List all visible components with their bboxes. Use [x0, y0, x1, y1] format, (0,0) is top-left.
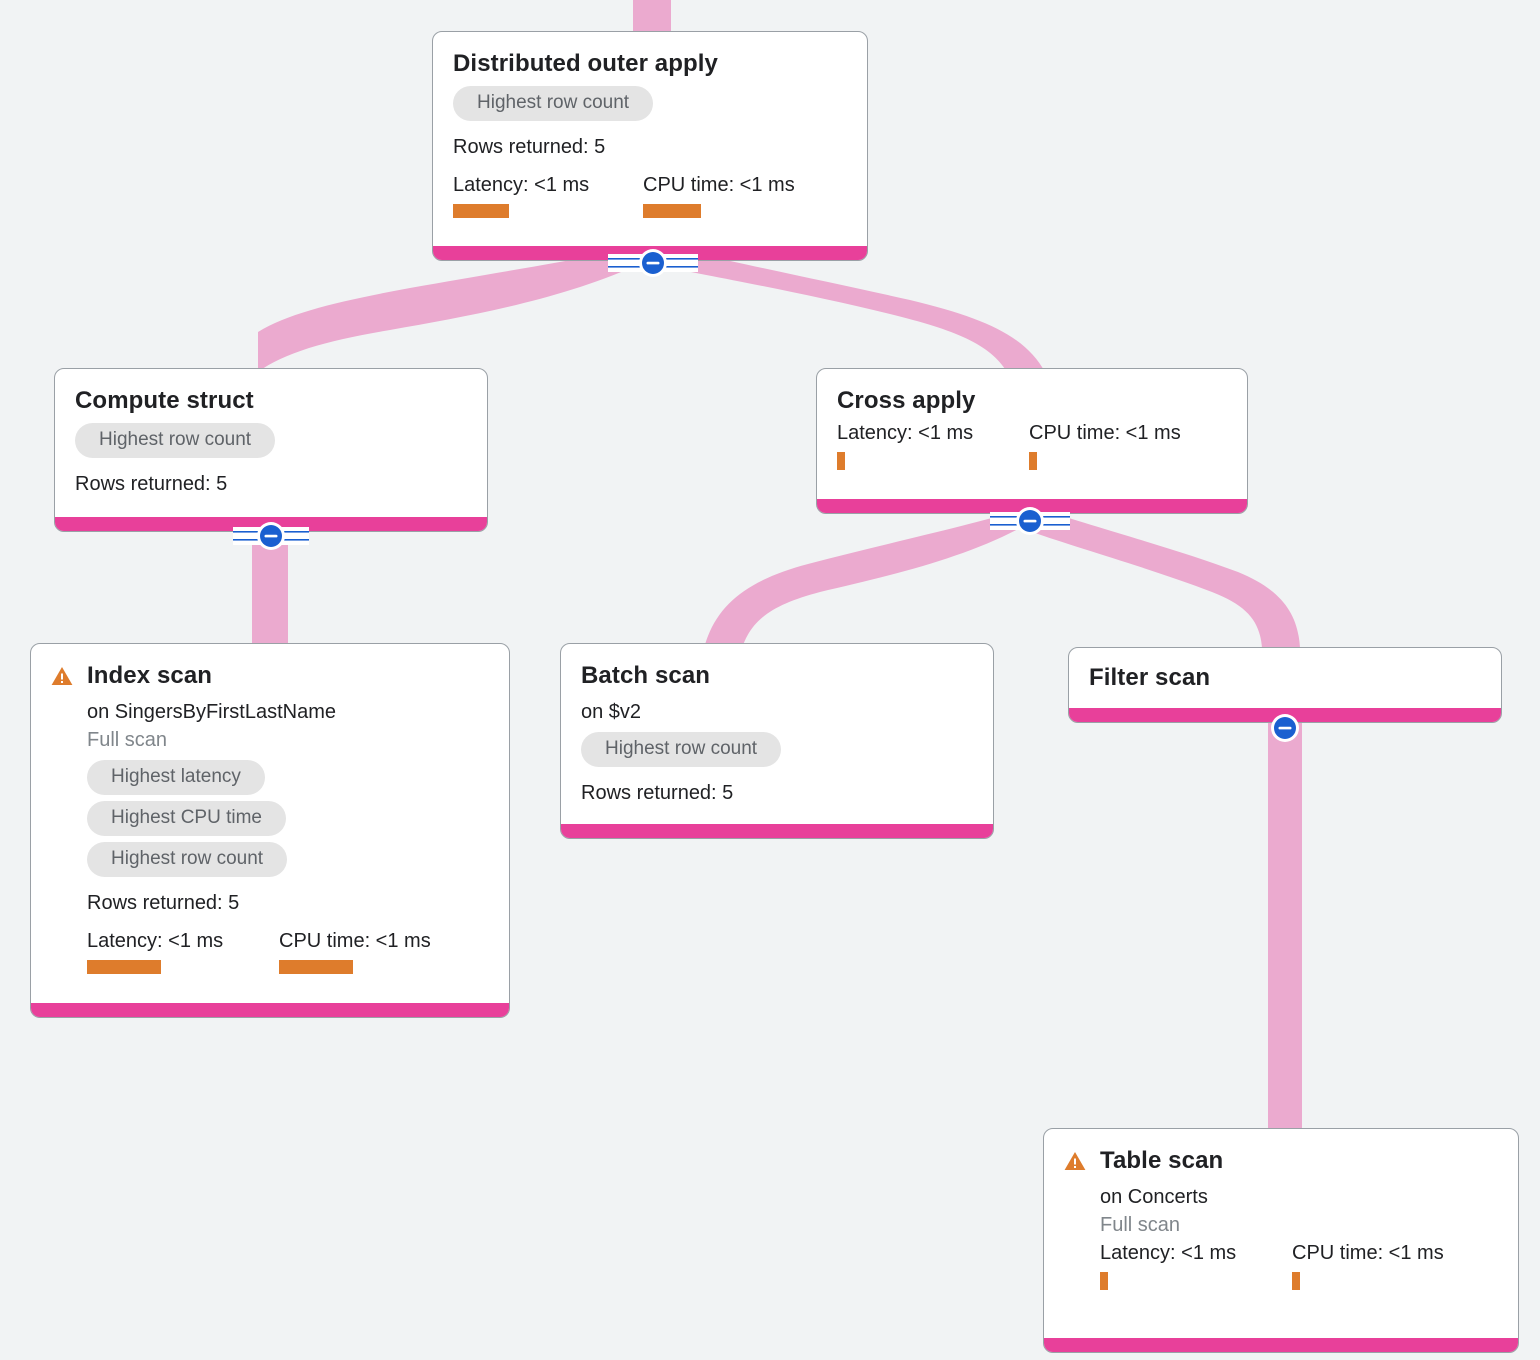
node-compute-struct[interactable]: Compute struct Highest row count Rows re… — [54, 368, 488, 532]
node-accent-bar — [1044, 1338, 1518, 1352]
node-title: Table scan — [1100, 1147, 1224, 1174]
node-header: Cross apply — [837, 387, 1227, 415]
node-content: Compute struct Highest row count Rows re… — [55, 369, 487, 510]
metric-cpu: CPU time: <1 ms — [279, 929, 431, 974]
node-title: Filter scan — [1089, 664, 1211, 691]
node-table-scan[interactable]: Table scan on Concerts Full scan Latency… — [1043, 1128, 1519, 1353]
node-content: Distributed outer apply Highest row coun… — [433, 32, 867, 232]
node-details: on Concerts Full scan Latency: <1 ms CPU… — [1100, 1185, 1498, 1290]
node-cross-apply[interactable]: Cross apply Latency: <1 ms CPU time: <1 … — [816, 368, 1248, 514]
scan-note: Full scan — [1100, 1213, 1181, 1236]
rows-returned: Rows returned: 5 — [75, 472, 228, 495]
metric-latency-bar — [837, 451, 845, 470]
rows-returned: Rows returned: 5 — [581, 781, 734, 804]
node-title: Cross apply — [837, 387, 976, 414]
metric-cpu-label: CPU time: <1 ms — [1029, 421, 1181, 444]
node-accent-bar — [31, 1003, 509, 1017]
metric-cpu-label: CPU time: <1 ms — [643, 173, 795, 196]
edge-cross-apply-to-filter-scan — [1032, 510, 1300, 648]
collapse-toggle-distributed-outer-apply[interactable] — [638, 248, 668, 278]
metric-cpu: CPU time: <1 ms — [643, 173, 795, 218]
collapse-toggle-compute-struct[interactable] — [256, 521, 286, 551]
edge-filter-scan-to-table-scan — [1268, 722, 1302, 1142]
node-content: Batch scan on $v2 Highest row count Rows… — [561, 644, 993, 819]
edge-root-to-cross-apply — [660, 246, 1045, 372]
metric-cpu-bar — [643, 203, 701, 218]
node-content: Filter scan — [1069, 648, 1501, 702]
badge-highest-row-count: Highest row count — [87, 841, 288, 877]
node-title: Distributed outer apply — [453, 50, 718, 77]
metric-cpu: CPU time: <1 ms — [1029, 421, 1181, 470]
node-header: Compute struct — [75, 387, 467, 415]
node-batch-scan[interactable]: Batch scan on $v2 Highest row count Rows… — [560, 643, 994, 839]
node-index-scan[interactable]: Index scan on SingersByFirstLastName Ful… — [30, 643, 510, 1018]
node-subtitle: on Concerts — [1100, 1185, 1208, 1208]
node-filter-scan[interactable]: Filter scan — [1068, 647, 1502, 723]
node-details: on SingersByFirstLastName Full scan High… — [87, 700, 489, 974]
metric-latency-label: Latency: <1 ms — [453, 173, 590, 196]
warning-triangle-icon — [51, 666, 73, 685]
metric-latency: Latency: <1 ms — [1100, 1241, 1292, 1290]
badge-list: Highest row count — [75, 422, 467, 464]
edge-cross-apply-to-batch-scan — [704, 510, 1020, 648]
node-accent-bar — [817, 499, 1247, 513]
metric-latency: Latency: <1 ms — [453, 173, 643, 218]
badge-highest-row-count: Highest row count — [453, 85, 654, 121]
rows-returned: Rows returned: 5 — [453, 135, 606, 158]
badge-list: Highest latency Highest CPU time Highest… — [87, 759, 489, 883]
metric-latency-label: Latency: <1 ms — [87, 929, 224, 952]
collapse-toggle-cross-apply[interactable] — [1015, 506, 1045, 536]
node-header: Index scan — [51, 662, 489, 690]
warning-triangle-icon — [1064, 1151, 1086, 1170]
node-content: Index scan on SingersByFirstLastName Ful… — [31, 644, 509, 988]
metric-latency-label: Latency: <1 ms — [1100, 1241, 1237, 1264]
metric-list: Latency: <1 ms CPU time: <1 ms — [87, 929, 489, 974]
badge-highest-cpu-time: Highest CPU time — [87, 800, 286, 836]
node-header: Batch scan — [581, 662, 973, 690]
badge-highest-latency: Highest latency — [87, 759, 265, 795]
metric-list: Latency: <1 ms CPU time: <1 ms — [1100, 1241, 1498, 1290]
metric-cpu-bar — [279, 959, 353, 974]
rows-returned: Rows returned: 5 — [87, 891, 240, 914]
node-content: Table scan on Concerts Full scan Latency… — [1044, 1129, 1518, 1304]
metric-cpu: CPU time: <1 ms — [1292, 1241, 1444, 1290]
node-title: Batch scan — [581, 662, 711, 689]
node-distributed-outer-apply[interactable]: Distributed outer apply Highest row coun… — [432, 31, 868, 261]
node-subtitle: on SingersByFirstLastName — [87, 700, 336, 723]
edge-root-to-compute-struct — [258, 246, 640, 372]
metric-latency-bar — [1100, 1271, 1108, 1290]
metric-cpu-bar — [1292, 1271, 1300, 1290]
metric-latency: Latency: <1 ms — [87, 929, 279, 974]
scan-note: Full scan — [87, 728, 168, 751]
metric-list: Latency: <1 ms CPU time: <1 ms — [453, 173, 847, 218]
node-header: Filter scan — [1089, 664, 1481, 692]
node-content: Cross apply Latency: <1 ms CPU time: <1 … — [817, 369, 1247, 484]
collapse-toggle-filter-scan[interactable] — [1270, 713, 1300, 743]
metric-cpu-bar — [1029, 451, 1037, 470]
node-header: Table scan — [1064, 1147, 1498, 1175]
node-header: Distributed outer apply — [453, 50, 847, 78]
node-title: Compute struct — [75, 387, 254, 414]
badge-list: Highest row count — [453, 85, 847, 127]
metric-cpu-label: CPU time: <1 ms — [1292, 1241, 1444, 1264]
metric-latency-bar — [87, 959, 161, 974]
metric-latency-bar — [453, 203, 509, 218]
metric-latency-label: Latency: <1 ms — [837, 421, 974, 444]
metric-cpu-label: CPU time: <1 ms — [279, 929, 431, 952]
badge-highest-row-count: Highest row count — [581, 731, 782, 767]
badge-highest-row-count: Highest row count — [75, 422, 276, 458]
node-subtitle: on $v2 — [581, 700, 642, 723]
badge-list: Highest row count — [581, 731, 973, 773]
node-accent-bar — [561, 824, 993, 838]
metric-latency: Latency: <1 ms — [837, 421, 1029, 470]
node-title: Index scan — [87, 662, 213, 689]
edge-compute-struct-to-index-scan — [252, 540, 288, 658]
metric-list: Latency: <1 ms CPU time: <1 ms — [837, 421, 1227, 470]
